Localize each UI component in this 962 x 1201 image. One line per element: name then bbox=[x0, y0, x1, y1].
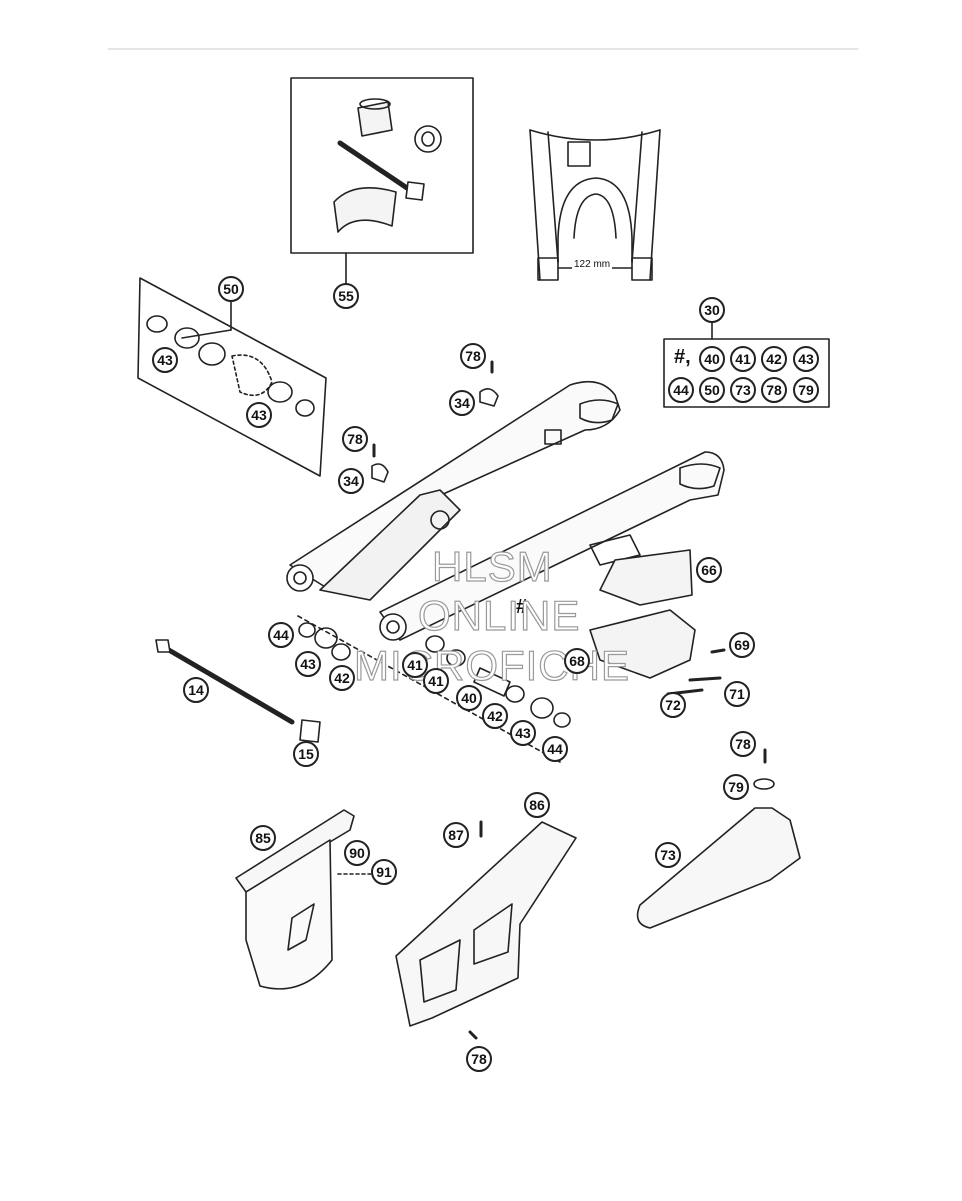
callout-90[interactable]: 90 bbox=[344, 840, 370, 866]
callout-34[interactable]: 34 bbox=[338, 468, 364, 494]
kit-callout-42[interactable]: 42 bbox=[761, 346, 787, 372]
callout-87[interactable]: 87 bbox=[443, 822, 469, 848]
watermark-line-2: ONLINE bbox=[417, 591, 581, 639]
callout-44[interactable]: 44 bbox=[542, 736, 568, 762]
callout-79[interactable]: 79 bbox=[723, 774, 749, 800]
pivot-axle bbox=[155, 639, 321, 743]
kit-callout-41[interactable]: 41 bbox=[730, 346, 756, 372]
hash-mark: # bbox=[516, 596, 528, 618]
watermark-line-1: HLSM bbox=[431, 542, 553, 590]
kit-callout-79[interactable]: 79 bbox=[793, 377, 819, 403]
callout-78[interactable]: 78 bbox=[342, 426, 368, 452]
callout-69[interactable]: 69 bbox=[729, 632, 755, 658]
callout-68[interactable]: 68 bbox=[564, 648, 590, 674]
callout-40[interactable]: 40 bbox=[456, 685, 482, 711]
kit-30-box bbox=[663, 338, 830, 408]
guide-86 bbox=[395, 821, 577, 1027]
callout-41[interactable]: 41 bbox=[402, 652, 428, 678]
kit-callout-43[interactable]: 43 bbox=[793, 346, 819, 372]
callout-73[interactable]: 73 bbox=[655, 842, 681, 868]
pivot-width-detail bbox=[529, 129, 661, 281]
callout-34[interactable]: 34 bbox=[449, 390, 475, 416]
callout-66[interactable]: 66 bbox=[696, 557, 722, 583]
bearing-kit-55-box bbox=[290, 77, 474, 284]
callout-44[interactable]: 44 bbox=[268, 622, 294, 648]
kit-callout-78[interactable]: 78 bbox=[761, 377, 787, 403]
kit-callout-50[interactable]: 50 bbox=[699, 377, 725, 403]
kit-hash-prefix: #, bbox=[674, 346, 691, 368]
callout-91[interactable]: 91 bbox=[371, 859, 397, 885]
callout-43[interactable]: 43 bbox=[510, 720, 536, 746]
callout-71[interactable]: 71 bbox=[724, 681, 750, 707]
callout-55[interactable]: 55 bbox=[333, 283, 359, 309]
callout-43[interactable]: 43 bbox=[246, 402, 272, 428]
callout-42[interactable]: 42 bbox=[482, 703, 508, 729]
dimension-label: 122 mm bbox=[572, 259, 613, 270]
kit-callout-40[interactable]: 40 bbox=[699, 346, 725, 372]
callout-78[interactable]: 78 bbox=[466, 1046, 492, 1072]
callout-43[interactable]: 43 bbox=[152, 347, 178, 373]
callout-41[interactable]: 41 bbox=[423, 668, 449, 694]
bolts bbox=[371, 360, 775, 1040]
bearing-kit-50-box bbox=[137, 277, 327, 477]
callout-78[interactable]: 78 bbox=[730, 731, 756, 757]
callout-15[interactable]: 15 bbox=[293, 741, 319, 767]
kit-callout-44[interactable]: 44 bbox=[668, 377, 694, 403]
callout-30[interactable]: 30 bbox=[699, 297, 725, 323]
swingarm bbox=[286, 380, 725, 641]
chain-guide bbox=[589, 549, 726, 696]
callout-78[interactable]: 78 bbox=[460, 343, 486, 369]
callout-42[interactable]: 42 bbox=[329, 665, 355, 691]
callout-86[interactable]: 86 bbox=[524, 792, 550, 818]
callout-43[interactable]: 43 bbox=[295, 651, 321, 677]
kit-callout-73[interactable]: 73 bbox=[730, 377, 756, 403]
callout-85[interactable]: 85 bbox=[250, 825, 276, 851]
callout-14[interactable]: 14 bbox=[183, 677, 209, 703]
guard-85 bbox=[235, 809, 385, 990]
chain-slider bbox=[636, 807, 801, 929]
callout-72[interactable]: 72 bbox=[660, 692, 686, 718]
callout-50[interactable]: 50 bbox=[218, 276, 244, 302]
